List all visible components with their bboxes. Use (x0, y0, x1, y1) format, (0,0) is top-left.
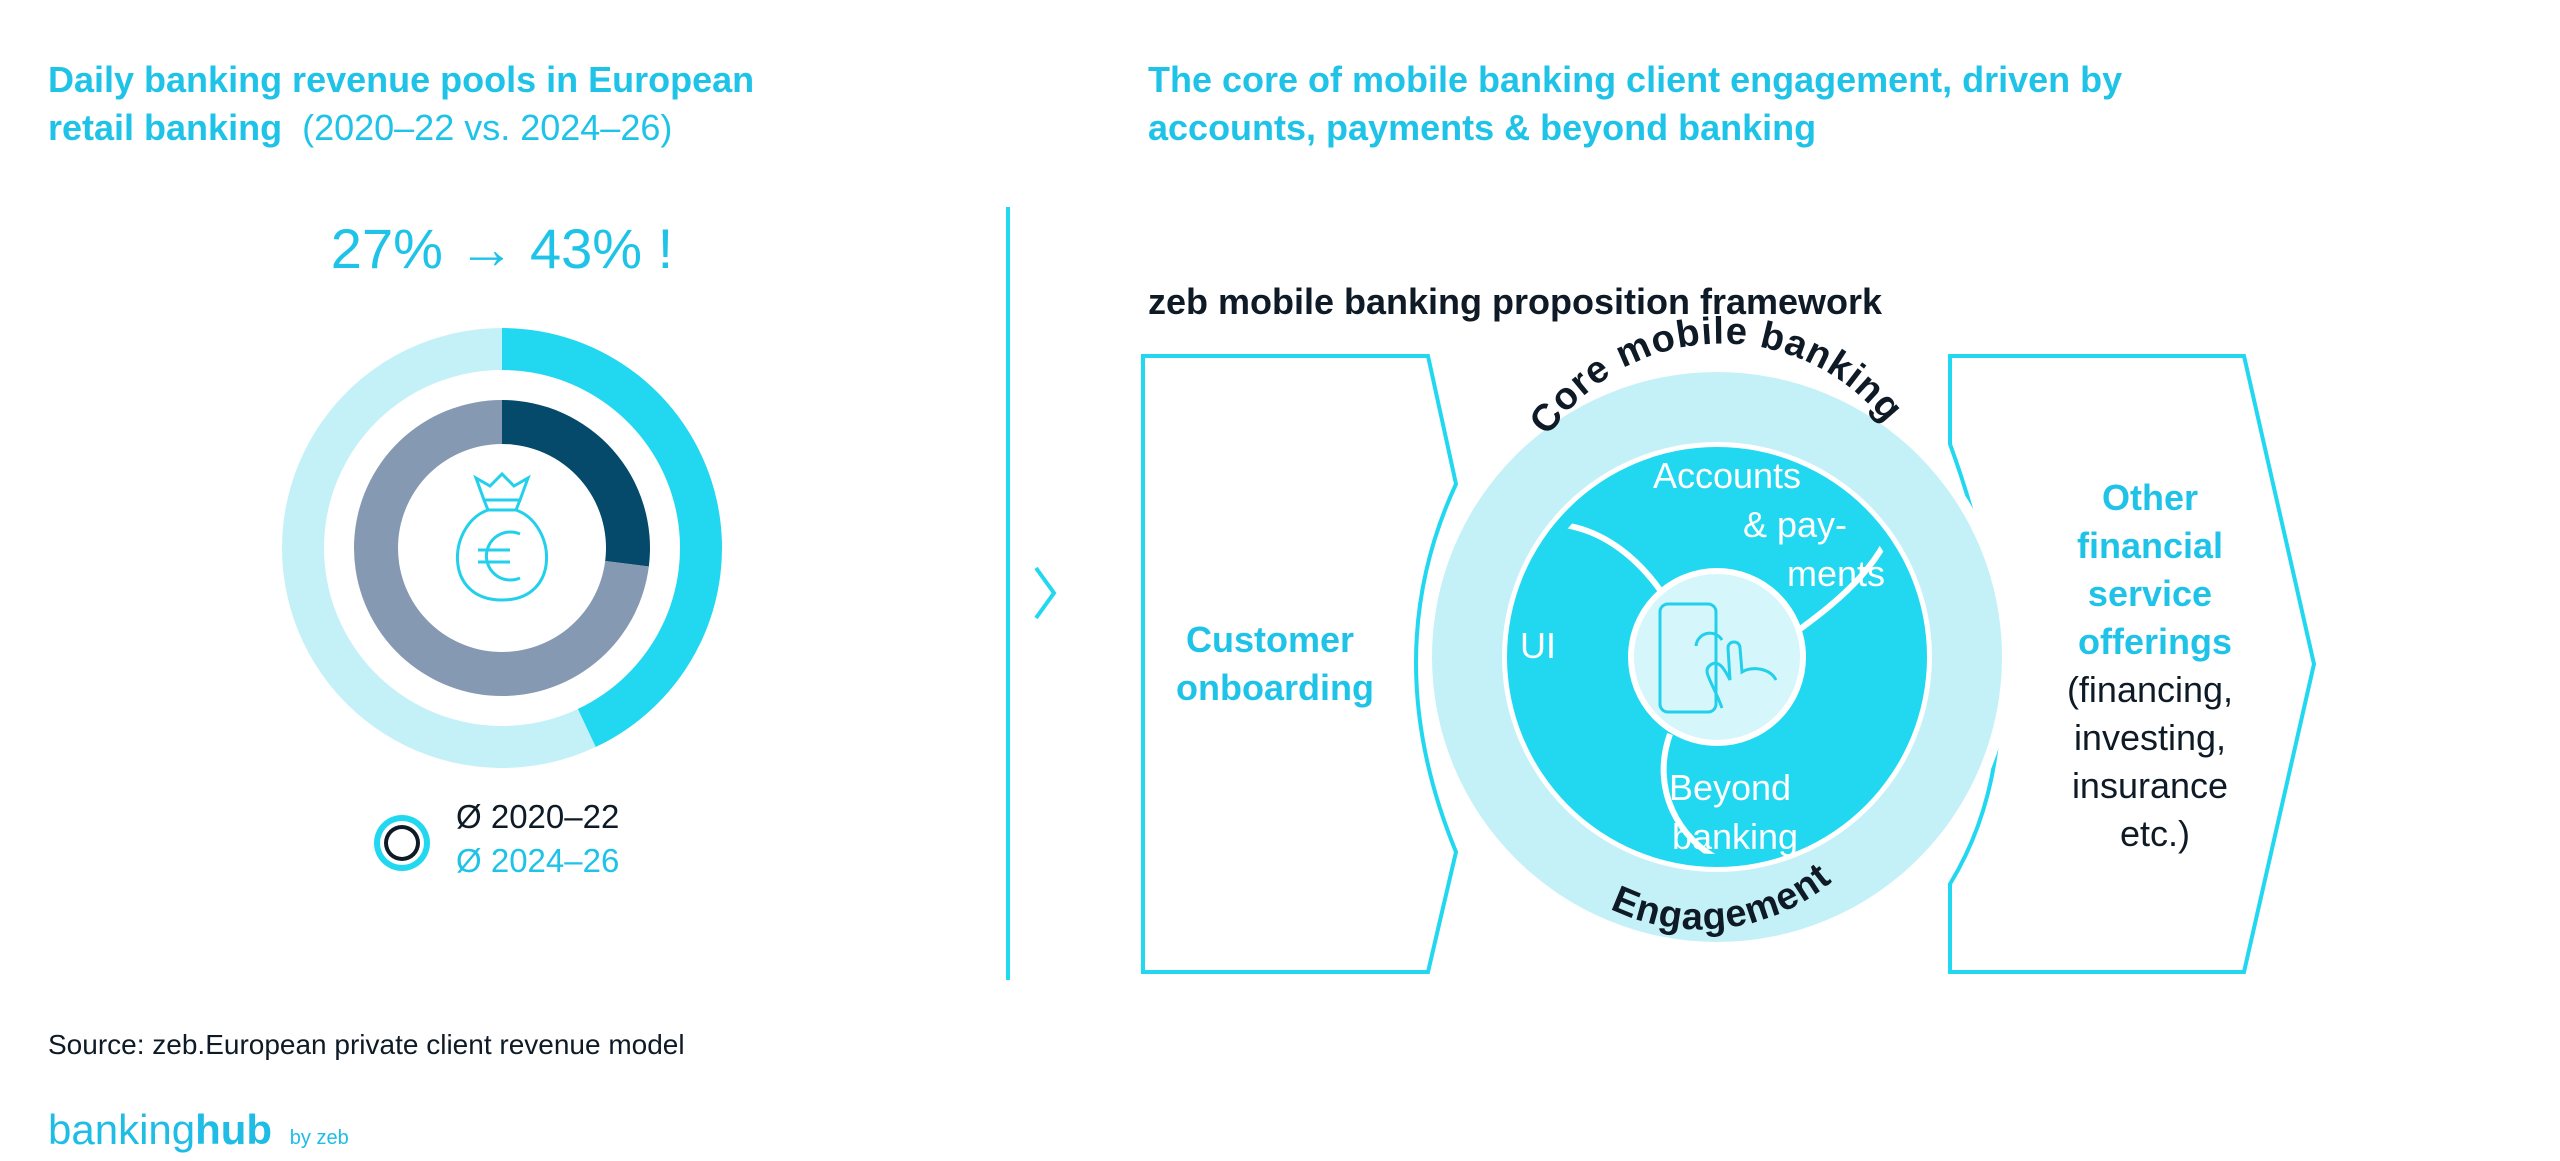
nested-donut-chart (281, 328, 722, 769)
left-title-light-part: (2020–22 vs. 2024–26) (302, 107, 672, 148)
donut-slice-2020-22-other (354, 400, 649, 697)
other-offerings-details: (financing, investing, insurance etc.) (2067, 669, 2243, 854)
left-title-line-1: Daily banking revenue pools in European (48, 59, 754, 100)
legend-label-2020-22: Ø 2020–22 (456, 798, 619, 835)
left-title-bold-part: retail banking (48, 107, 282, 148)
right-title-line-2: accounts, payments & beyond banking (1148, 107, 1816, 148)
swirl-line-3 (1660, 732, 1722, 854)
chevron-right-icon (1034, 566, 1057, 620)
donut-slice-2020-22-daily-banking (502, 400, 650, 567)
donut-slice-2024-26-daily-banking (502, 328, 722, 748)
right-title-line-1: The core of mobile banking client engage… (1148, 59, 2122, 100)
donut-slice-2024-26-other (281, 328, 596, 769)
other-offerings-label: Other financial service offerings (2077, 477, 2233, 662)
swirl-line-1 (1520, 521, 1663, 592)
source-note: Source: zeb.European private client reve… (48, 1029, 685, 1060)
segment-accounts-payments-label: Accounts & pay- ments (1653, 455, 1885, 594)
customer-onboarding-box (1141, 354, 1459, 974)
customer-onboarding-label: Customer onboarding (1176, 619, 1374, 708)
segment-beyond-banking-label: Beyond banking (1669, 767, 1801, 857)
smartphone-tap-icon (1658, 602, 1778, 714)
headline-percent-change: 27% → 43% ! (331, 217, 673, 280)
segment-ui-label: UI (1520, 625, 1556, 666)
framework-title: zeb mobile banking proposition framework (1148, 281, 1883, 322)
core-mobile-banking-circle: Core mobile banking Engagement Accounts … (1421, 310, 2013, 953)
money-bag-euro-icon (456, 471, 548, 602)
legend-label-2024-26: Ø 2024–26 (456, 842, 619, 879)
left-title-line-2: retail banking (2020–22 vs. 2024–26) (48, 107, 672, 148)
legend: Ø 2020–22 Ø 2024–26 (374, 798, 619, 879)
bankinghub-logo: bankinghub by zeb (48, 1106, 349, 1153)
